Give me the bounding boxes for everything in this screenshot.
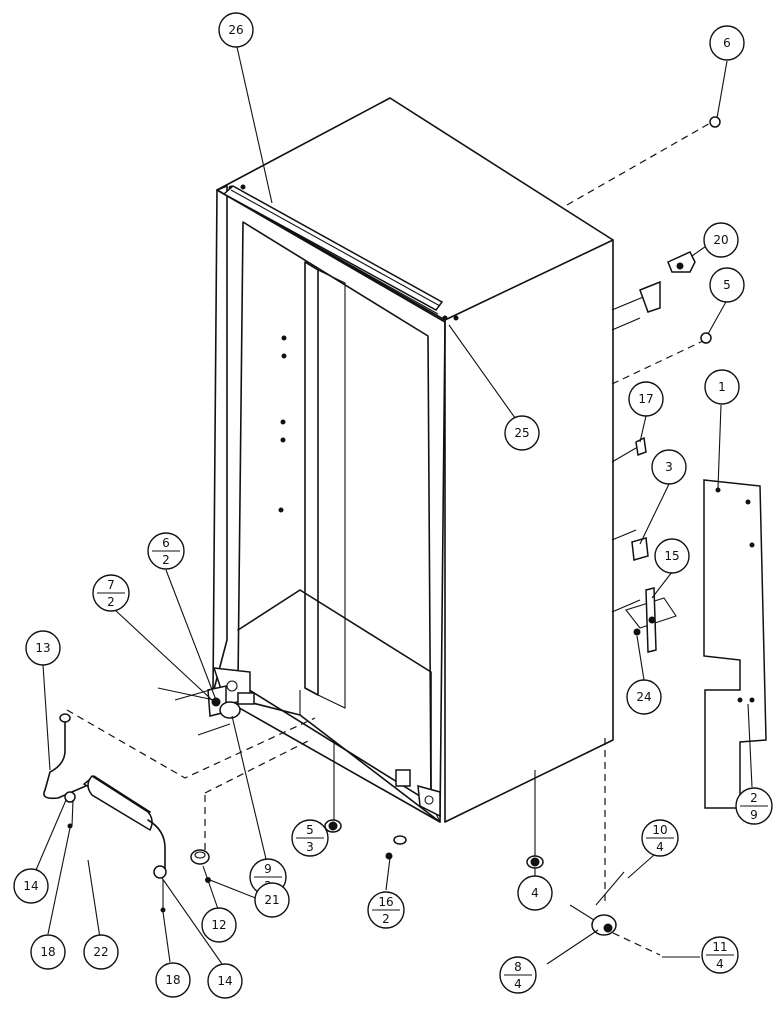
callout-3: 3 <box>651 449 687 485</box>
callout-16-2-top: 16 <box>378 895 393 909</box>
callout-14-right: 14 <box>207 963 243 999</box>
callout-20: 20 <box>703 222 739 258</box>
callout-8-4-bottom: 4 <box>514 977 522 991</box>
callout-15: 15 <box>654 538 690 574</box>
callout-3-label: 3 <box>665 460 673 474</box>
hinge-bracket <box>639 251 696 313</box>
callout-14-left: 14 <box>13 868 49 904</box>
roller-assembly <box>591 871 700 958</box>
callout-6-2-top: 6 <box>162 536 170 550</box>
callout-11-4-top: 11 <box>712 940 727 954</box>
callout-18-left-label: 18 <box>40 945 55 959</box>
callout-17: 17 <box>628 381 664 417</box>
callout-6-2-bottom: 2 <box>162 553 170 567</box>
callout-20-label: 20 <box>713 233 728 247</box>
callout-2-9: 2 9 <box>735 787 773 825</box>
callout-2-9-bottom: 9 <box>750 808 758 822</box>
explode-lines <box>66 121 713 956</box>
callout-11-4-bottom: 4 <box>716 957 724 971</box>
bracket-3 <box>631 537 649 561</box>
callout-4-label: 4 <box>531 886 539 900</box>
callout-21: 21 <box>254 882 290 918</box>
callout-5-3-bottom: 3 <box>306 840 314 854</box>
callout-6: 6 <box>709 25 745 61</box>
grommet-12 <box>190 849 210 865</box>
callout-22-label: 22 <box>93 945 108 959</box>
callout-7-2-top: 7 <box>107 578 115 592</box>
callout-4: 4 <box>517 875 553 911</box>
callout-5: 5 <box>709 267 745 303</box>
callout-7-2-bottom: 2 <box>107 595 115 609</box>
callout-16-2-bottom: 2 <box>382 912 390 926</box>
callout-8-4-top: 8 <box>514 960 522 974</box>
screw-24 <box>633 628 641 636</box>
callout-17-label: 17 <box>638 392 653 406</box>
screw-16 <box>385 835 407 860</box>
callout-16-2: 16 2 <box>367 891 405 929</box>
callout-13-label: 13 <box>35 641 50 655</box>
callout-18-left: 18 <box>30 934 66 970</box>
callout-26-label: 26 <box>228 23 243 37</box>
callout-26: 26 <box>218 12 254 48</box>
callout-18-right: 18 <box>155 962 191 998</box>
cabinet-shell <box>212 97 614 823</box>
callout-24-label: 24 <box>636 690 651 704</box>
callout-14-right-label: 14 <box>217 974 232 988</box>
screw-5 <box>700 332 712 344</box>
callout-25-label: 25 <box>514 426 529 440</box>
callout-12: 12 <box>201 907 237 943</box>
callout-12-label: 12 <box>211 918 226 932</box>
screw-6 <box>709 116 721 128</box>
callout-11-4: 11 4 <box>701 936 739 974</box>
top-trim-strip <box>222 185 444 315</box>
drain-tube-assembly <box>43 713 167 913</box>
callout-9-2-top: 9 <box>264 862 272 876</box>
callout-14-left-label: 14 <box>23 879 38 893</box>
callout-1: 1 <box>704 369 740 405</box>
back-panel-1 <box>703 479 767 809</box>
callout-21-label: 21 <box>264 893 279 907</box>
callout-13: 13 <box>25 630 61 666</box>
callout-6-label: 6 <box>723 36 731 50</box>
leveler-leg-5 <box>324 819 342 833</box>
callout-8-4: 8 4 <box>499 956 537 994</box>
callout-24: 24 <box>626 679 662 715</box>
clip-17 <box>635 436 647 457</box>
callout-5-3-top: 5 <box>306 823 314 837</box>
thermostat-15 <box>625 587 677 653</box>
callout-22: 22 <box>83 934 119 970</box>
callout-10-4-bottom: 4 <box>656 840 664 854</box>
callout-2-9-top: 2 <box>750 791 758 805</box>
leveler-leg-4 <box>526 855 544 869</box>
callout-5-3: 5 3 <box>291 819 329 857</box>
callout-15-label: 15 <box>664 549 679 563</box>
callout-25: 25 <box>504 415 540 451</box>
callout-18-right-label: 18 <box>165 973 180 987</box>
callout-1-label: 1 <box>718 380 726 394</box>
callout-6-2: 6 2 <box>147 532 185 570</box>
callout-10-4-top: 10 <box>652 823 667 837</box>
callout-5-label: 5 <box>723 278 731 292</box>
callout-7-2: 7 2 <box>92 574 130 612</box>
callout-10-4: 10 4 <box>641 819 679 857</box>
front-roller-left <box>157 685 241 736</box>
